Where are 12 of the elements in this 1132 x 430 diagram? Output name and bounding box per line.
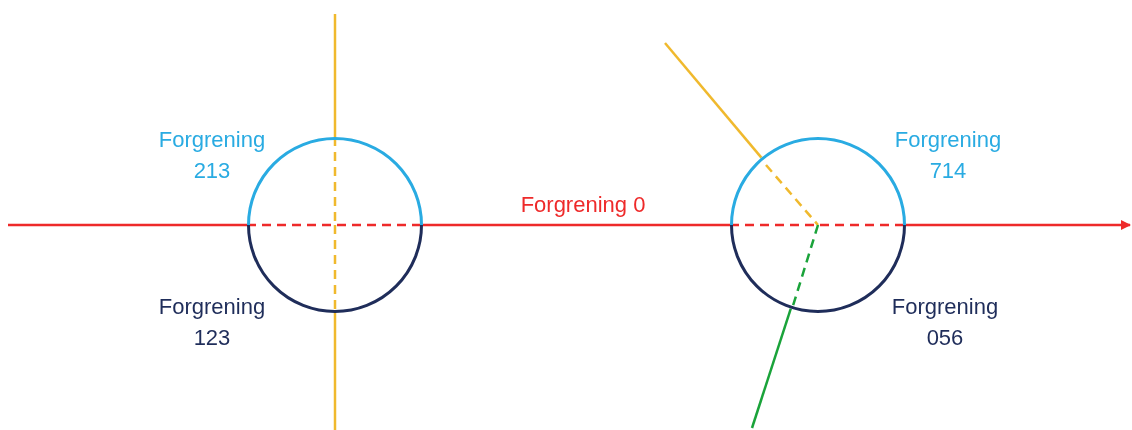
line [664, 42, 763, 159]
branch-label: Forgrening 714 [894, 126, 1002, 185]
branch-label: Forgrening 213 [158, 126, 266, 185]
branch-label: Forgrening 056 [891, 293, 999, 352]
edge-label: Forgrening 0 [520, 192, 646, 218]
line [8, 223, 247, 227]
branch-label: Forgrening 123 [158, 293, 266, 352]
line [333, 14, 337, 137]
line [750, 308, 792, 429]
arrow [906, 220, 1131, 230]
line [423, 223, 730, 227]
line [333, 313, 337, 430]
